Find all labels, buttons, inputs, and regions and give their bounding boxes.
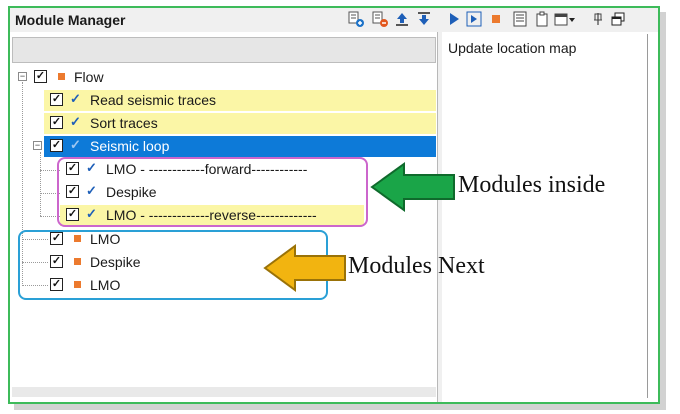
tree-connector bbox=[40, 170, 60, 171]
module-square-icon bbox=[74, 281, 81, 288]
modules-inside-label: Modules inside bbox=[458, 172, 606, 198]
checkbox[interactable]: ✓ bbox=[50, 232, 63, 245]
tree-item-sort-traces[interactable]: ✓ ✓ Sort traces bbox=[44, 113, 436, 134]
pane-divider bbox=[647, 34, 648, 398]
green-arrow-icon bbox=[370, 162, 455, 212]
tree-item-label: LMO bbox=[90, 231, 121, 247]
tree-connector bbox=[40, 152, 41, 216]
checkbox[interactable]: ✓ bbox=[34, 70, 47, 83]
add-module-icon[interactable] bbox=[348, 11, 364, 27]
move-down-icon[interactable] bbox=[416, 11, 432, 27]
checkbox[interactable]: ✓ bbox=[50, 93, 63, 106]
pin-icon[interactable] bbox=[590, 11, 606, 27]
tree-item-lmo-forward[interactable]: ✓ ✓ LMO - ------------forward-----------… bbox=[60, 159, 360, 180]
tree-item-label: LMO bbox=[90, 277, 121, 293]
orange-arrow-icon bbox=[263, 244, 346, 292]
flow-square-icon bbox=[58, 73, 65, 80]
modules-inside-box bbox=[57, 157, 368, 227]
checkbox[interactable]: ✓ bbox=[50, 116, 63, 129]
remove-module-icon[interactable] bbox=[372, 11, 388, 27]
tree-item-flow[interactable]: − ✓ Flow bbox=[12, 67, 312, 88]
tree-item-label: Despike bbox=[90, 254, 141, 270]
tree-item-label: Sort traces bbox=[90, 115, 158, 131]
move-up-icon[interactable] bbox=[394, 11, 410, 27]
tree-item-lmo[interactable]: ✓ LMO bbox=[44, 229, 244, 250]
clipboard-icon[interactable] bbox=[534, 11, 550, 27]
stop-icon[interactable] bbox=[488, 11, 504, 27]
checkbox[interactable]: ✓ bbox=[66, 208, 79, 221]
tree-item-label: LMO - ------------forward------------ bbox=[106, 161, 308, 177]
restore-icon[interactable] bbox=[610, 11, 626, 27]
collapse-icon[interactable]: − bbox=[33, 140, 42, 150]
module-square-icon bbox=[74, 258, 81, 265]
checkbox[interactable]: ✓ bbox=[50, 278, 63, 291]
run-icon[interactable] bbox=[446, 11, 462, 27]
horizontal-scrollbar[interactable] bbox=[12, 387, 436, 397]
tree-item-lmo-2[interactable]: ✓ LMO bbox=[44, 275, 244, 296]
module-check-icon: ✓ bbox=[86, 183, 97, 198]
window-dropdown-icon[interactable] bbox=[554, 11, 576, 27]
tree-connector bbox=[22, 239, 48, 240]
tree-item-despike-inside[interactable]: ✓ ✓ Despike bbox=[60, 182, 360, 203]
module-check-icon: ✓ bbox=[70, 114, 81, 129]
module-check-icon: ✓ bbox=[70, 137, 81, 152]
tree-connector bbox=[22, 82, 23, 286]
tree-item-label: Flow bbox=[74, 69, 104, 85]
run-step-icon[interactable] bbox=[466, 11, 482, 27]
module-square-icon bbox=[74, 235, 81, 242]
filter-bar[interactable] bbox=[12, 37, 436, 63]
collapse-icon[interactable]: − bbox=[18, 71, 27, 81]
tree-item-label: Seismic loop bbox=[90, 138, 170, 154]
module-check-icon: ✓ bbox=[86, 206, 97, 221]
checkbox[interactable]: ✓ bbox=[50, 255, 63, 268]
tree-item-read-seismic-traces[interactable]: ✓ ✓ Read seismic traces bbox=[44, 90, 436, 111]
tree-item-seismic-loop[interactable]: ✓ ✓ Seismic loop bbox=[44, 136, 436, 157]
tree-connector bbox=[22, 285, 48, 286]
tree-item-despike[interactable]: ✓ Despike bbox=[44, 252, 244, 273]
tree-item-label: LMO - -------------reverse------------- bbox=[106, 207, 317, 223]
title-bar: Module Manager bbox=[10, 8, 658, 32]
module-check-icon: ✓ bbox=[86, 160, 97, 175]
checkbox[interactable]: ✓ bbox=[50, 139, 63, 152]
tree-item-label: Despike bbox=[106, 184, 157, 200]
tree-connector bbox=[22, 262, 48, 263]
tree-connector bbox=[40, 216, 60, 217]
tree-item-lmo-reverse[interactable]: ✓ ✓ LMO - -------------reverse----------… bbox=[60, 205, 364, 226]
window-title: Module Manager bbox=[15, 12, 126, 28]
tree-connector bbox=[40, 193, 60, 194]
modules-next-label: Modules Next bbox=[348, 253, 485, 279]
checkbox[interactable]: ✓ bbox=[66, 185, 79, 198]
tree-item-label: Read seismic traces bbox=[90, 92, 217, 108]
filter-input[interactable] bbox=[13, 38, 435, 62]
list-icon[interactable] bbox=[512, 11, 528, 27]
details-pane: Update location map bbox=[442, 32, 658, 402]
details-text: Update location map bbox=[448, 40, 577, 56]
checkbox[interactable]: ✓ bbox=[66, 162, 79, 175]
module-check-icon: ✓ bbox=[70, 91, 81, 106]
